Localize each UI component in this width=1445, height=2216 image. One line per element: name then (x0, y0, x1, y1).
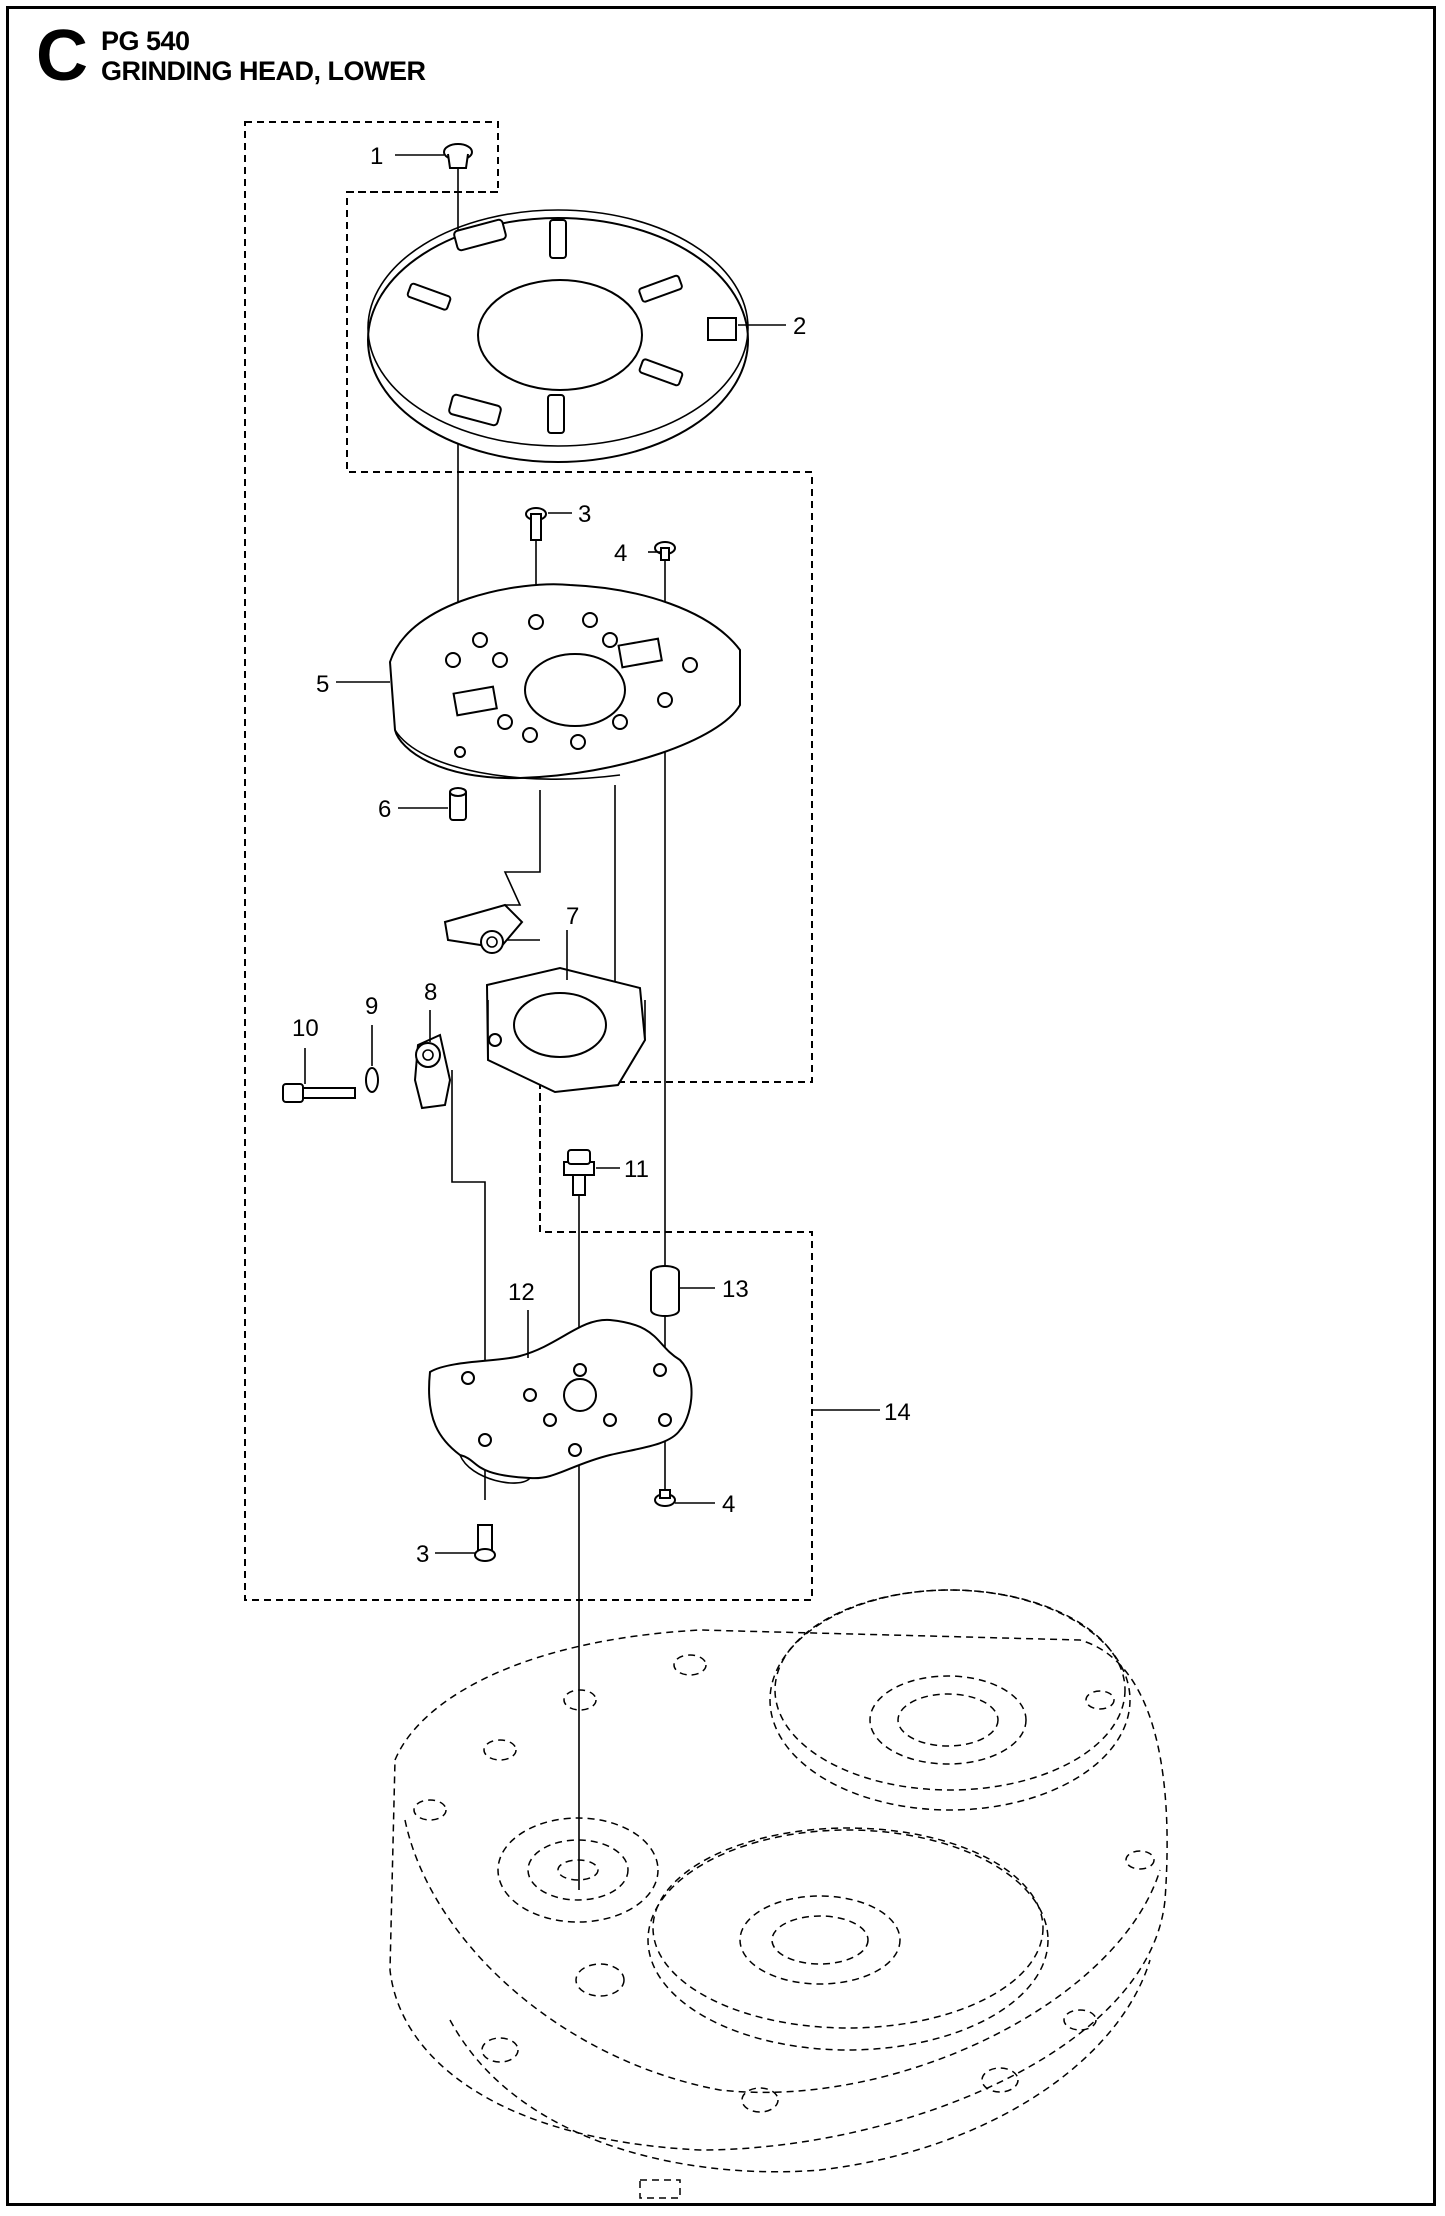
kit-boundary-inner (347, 191, 541, 1232)
callouts: 1 2 3 4 5 6 7 8 9 10 11 12 13 14 4 3 (292, 143, 911, 1568)
callout-leaders (304, 154, 880, 1554)
part-5-mounting-plate (388, 583, 741, 780)
part-9-washer (365, 1067, 379, 1093)
part-4-screw-upper (654, 541, 676, 561)
plate-holes (445, 612, 698, 758)
part-10-long-bolt (282, 1083, 356, 1103)
callout-4: 4 (614, 540, 627, 567)
part-1-screw (443, 143, 473, 169)
part-2-top-disc (367, 209, 749, 463)
part-4-screw-lower (654, 1489, 676, 1507)
callout-11: 11 (624, 1156, 649, 1183)
callout-4-lower: 4 (722, 1491, 735, 1518)
part-8-bearing-block (413, 1033, 452, 1110)
part-12-cross-plate (428, 1318, 693, 1484)
diagram-title: GRINDING HEAD, LOWER (101, 56, 426, 86)
callout-1: 1 (370, 143, 383, 170)
callout-7: 7 (566, 903, 579, 930)
callout-13: 13 (722, 1276, 749, 1303)
page-frame (6, 6, 1436, 2206)
ghost-grinding-head-housing (389, 1589, 1168, 2199)
kit-boundary-outer (244, 121, 813, 1601)
callout-8: 8 (424, 979, 437, 1006)
callout-3: 3 (578, 501, 591, 528)
callout-2: 2 (793, 313, 806, 340)
callout-10: 10 (292, 1015, 319, 1042)
section-letter: C (36, 16, 88, 96)
part-3-screw-upper (525, 507, 547, 541)
bracket-block (443, 903, 524, 954)
callout-3-lower: 3 (416, 1541, 429, 1568)
callout-12: 12 (508, 1279, 535, 1306)
part-7-coupling-housing (485, 966, 647, 1094)
part-11-flange-bolt (563, 1149, 595, 1196)
part-13-spacer-bushing (650, 1265, 680, 1317)
part-6-screw (449, 787, 467, 821)
callout-6: 6 (378, 796, 391, 823)
callout-9: 9 (365, 993, 378, 1020)
callout-14: 14 (884, 1399, 911, 1426)
model-name: PG 540 (101, 26, 190, 56)
callout-5: 5 (316, 671, 329, 698)
part-3-screw-lower (474, 1524, 496, 1562)
